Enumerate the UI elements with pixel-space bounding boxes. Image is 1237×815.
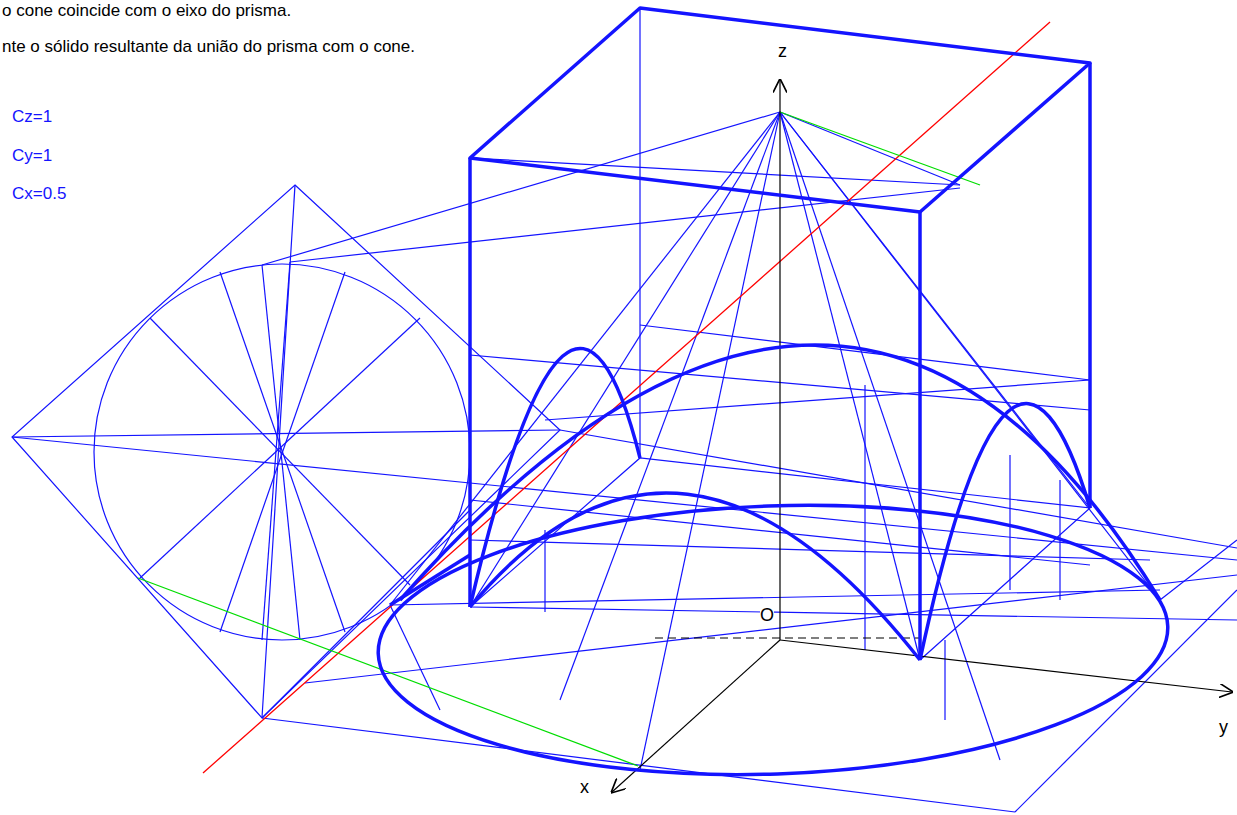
note-text: o cone coincide com o eixo do prisma.: [2, 2, 291, 19]
scale-coefficient: Cz=1: [12, 108, 52, 125]
green-line: [138, 578, 638, 766]
origin-label: O: [760, 606, 774, 624]
axis-label: x: [580, 778, 589, 796]
axis-label: y: [1219, 718, 1228, 736]
green-line: [780, 112, 980, 185]
axis-label: z: [778, 42, 787, 60]
construction-lines: [12, 8, 1237, 812]
red-line: [203, 22, 1050, 773]
scale-coefficient: Cy=1: [12, 147, 52, 164]
scale-coefficient: Cx=0.5: [12, 185, 66, 202]
note-text: nte o sólido resultante da união do pris…: [2, 38, 415, 55]
solid-contour: [374, 8, 1173, 788]
